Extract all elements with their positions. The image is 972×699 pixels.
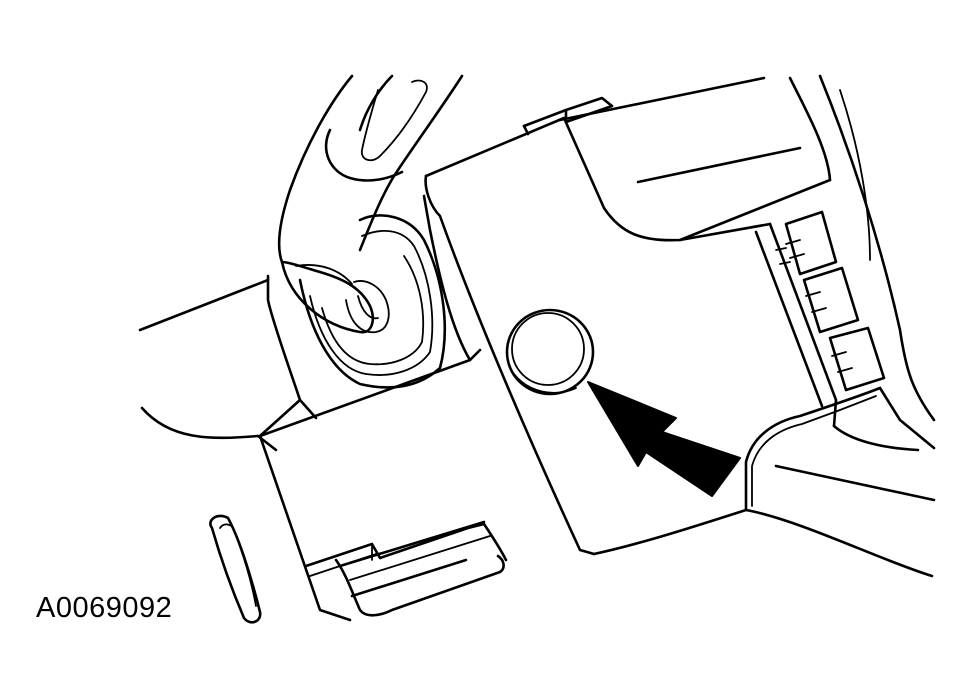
switch-connectors [775,210,886,392]
pointer-arrow [587,381,741,497]
lower-bracket [304,520,508,617]
multifunction-stalk [277,74,464,334]
access-hole [505,308,595,396]
stalk-boot [298,214,447,389]
shroud-left-side [258,194,482,622]
figure-id-label: A0069092 [36,592,173,624]
column-housing-right [558,74,936,422]
lower-shroud-outline [138,278,278,452]
oval-slot [209,514,262,624]
lower-right-trim [744,386,936,578]
